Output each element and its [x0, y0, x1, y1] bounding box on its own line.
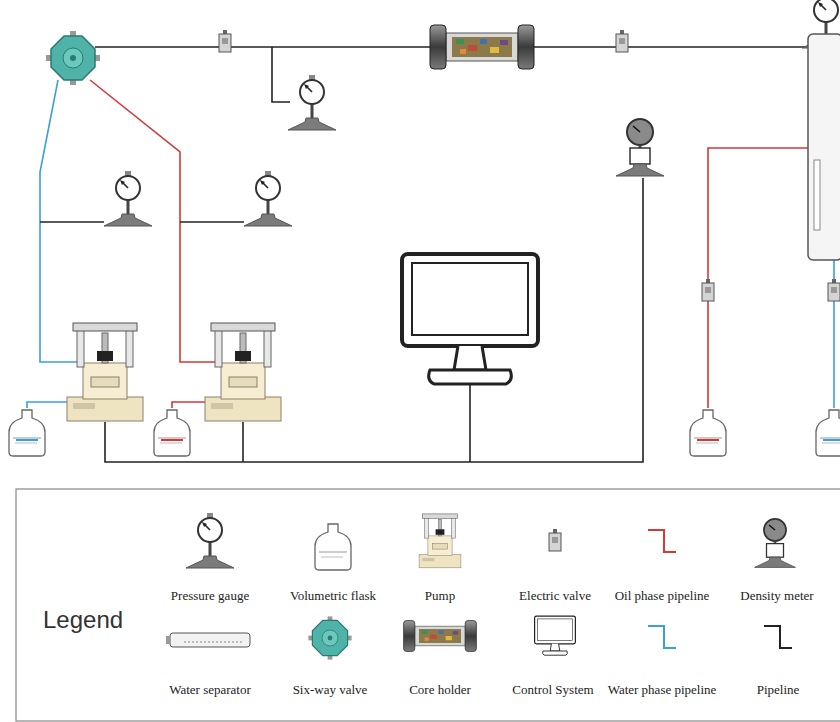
legend-heading: Legend — [42, 606, 124, 634]
legend-label: Control System — [511, 682, 594, 698]
legend-label: Volumetric flask — [289, 588, 377, 604]
legend-label: Six-way valve — [292, 682, 369, 698]
legend-label: Density meter — [739, 588, 814, 604]
legend-label: Electric valve — [518, 588, 592, 604]
legend-label: Pipeline — [756, 682, 801, 698]
legend-label: Core holder — [408, 682, 472, 698]
legend-label: Oil phase pipeline — [614, 588, 711, 604]
legend-label: Pump — [424, 588, 456, 604]
legend-label: Water separator — [168, 682, 252, 698]
legend-label: Water phase pipeline — [607, 682, 718, 698]
legend-label: Pressure gauge — [170, 588, 250, 604]
legend-frame — [16, 489, 840, 721]
